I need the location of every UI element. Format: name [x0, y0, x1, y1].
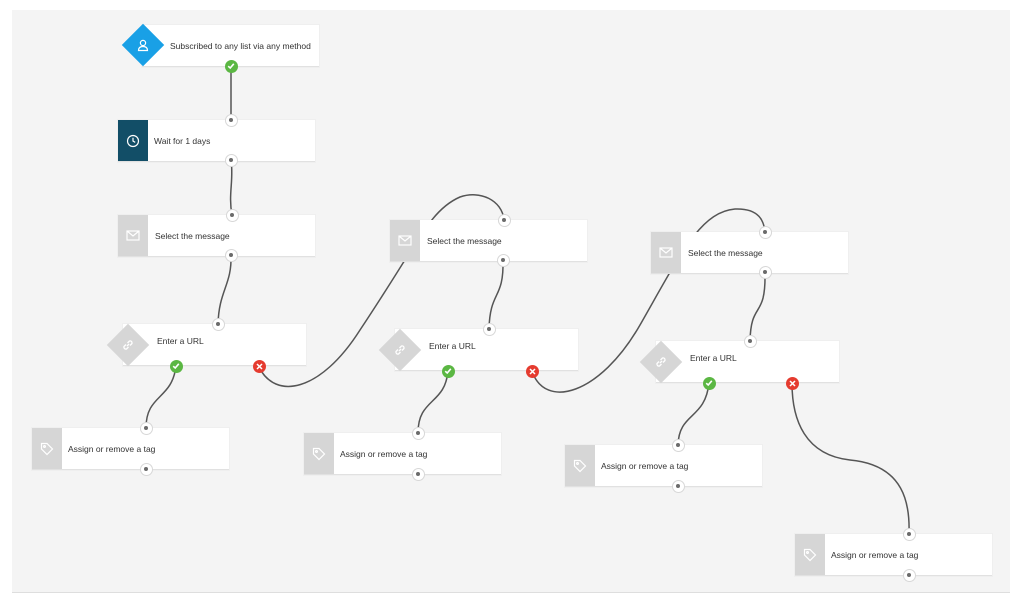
trigger-label: Subscribed to any list via any method — [170, 40, 311, 51]
envelope-icon — [659, 247, 673, 258]
port-wait-out[interactable] — [225, 154, 237, 166]
x-icon — [255, 362, 263, 370]
url-node-3[interactable]: Enter a URL — [656, 341, 839, 383]
trigger-success-check[interactable] — [224, 59, 238, 73]
url-node-1[interactable]: Enter a URL — [123, 324, 306, 366]
user-icon — [137, 39, 149, 52]
tag-label-1: Assign or remove a tag — [68, 443, 156, 454]
message-label-3: Select the message — [688, 247, 763, 258]
workflow-canvas[interactable] — [12, 10, 1010, 593]
tag-node-3[interactable]: Assign or remove a tag — [565, 445, 762, 487]
message-label-1: Select the message — [155, 230, 230, 241]
final-tag-icon-box — [795, 534, 825, 575]
port-final-tag-out[interactable] — [903, 569, 915, 581]
port-url3-in[interactable] — [744, 335, 756, 347]
check-icon — [227, 63, 235, 70]
message-icon-box-1 — [118, 215, 148, 256]
tag-icon-box-2 — [304, 433, 334, 474]
tag-label-2: Assign or remove a tag — [340, 448, 428, 459]
port-wait-in[interactable] — [225, 114, 237, 126]
url-node-2[interactable]: Enter a URL — [395, 329, 578, 371]
check-icon — [705, 380, 713, 387]
message-node-1[interactable]: Select the message — [118, 215, 315, 257]
clock-icon — [126, 134, 140, 147]
final-tag-node[interactable]: Assign or remove a tag — [795, 534, 992, 576]
message-icon-box-2 — [390, 220, 420, 261]
check-icon — [172, 363, 180, 370]
trigger-icon-diamond — [121, 23, 165, 67]
link-icon — [123, 340, 133, 350]
message-icon-box-3 — [651, 232, 681, 273]
port-message3-in[interactable] — [759, 226, 771, 238]
port-url2-in[interactable] — [483, 323, 495, 335]
url-failure-x-3[interactable] — [785, 376, 799, 390]
port-message2-out[interactable] — [497, 254, 509, 266]
url-label-3: Enter a URL — [690, 352, 737, 363]
url-success-check-1[interactable] — [169, 359, 183, 373]
port-final-tag-in[interactable] — [903, 528, 915, 540]
port-tag2-in[interactable] — [412, 427, 424, 439]
wait-node[interactable]: Wait for 1 days — [118, 120, 315, 162]
tag-icon — [573, 459, 587, 472]
url-label-2: Enter a URL — [429, 340, 476, 351]
port-url1-in[interactable] — [212, 318, 224, 330]
wait-icon-box — [118, 120, 148, 161]
port-tag3-out[interactable] — [672, 480, 684, 492]
tag-icon — [803, 548, 817, 561]
port-message2-in[interactable] — [498, 214, 510, 226]
url-success-check-3[interactable] — [702, 376, 716, 390]
tag-icon — [312, 447, 326, 460]
url-failure-x-1[interactable] — [252, 359, 266, 373]
port-tag3-in[interactable] — [672, 439, 684, 451]
url-icon-diamond-1 — [106, 323, 150, 367]
url-label-1: Enter a URL — [157, 335, 204, 346]
port-tag1-out[interactable] — [140, 463, 152, 475]
url-failure-x-2[interactable] — [525, 364, 539, 378]
port-message1-in[interactable] — [226, 209, 238, 221]
wait-label: Wait for 1 days — [154, 135, 211, 146]
message-label-2: Select the message — [427, 235, 502, 246]
tag-node-2[interactable]: Assign or remove a tag — [304, 433, 501, 475]
envelope-icon — [126, 230, 140, 241]
port-message1-out[interactable] — [225, 249, 237, 261]
final-tag-label: Assign or remove a tag — [831, 549, 919, 560]
link-icon — [656, 357, 666, 367]
tag-node-1[interactable]: Assign or remove a tag — [32, 428, 229, 470]
message-node-3[interactable]: Select the message — [651, 232, 848, 274]
url-icon-diamond-3 — [639, 340, 683, 384]
url-success-check-2[interactable] — [441, 364, 455, 378]
port-tag1-in[interactable] — [140, 422, 152, 434]
port-tag2-out[interactable] — [412, 468, 424, 480]
tag-icon-box-3 — [565, 445, 595, 486]
check-icon — [444, 368, 452, 375]
envelope-icon — [398, 235, 412, 246]
x-icon — [528, 367, 536, 375]
message-node-2[interactable]: Select the message — [390, 220, 587, 262]
link-icon — [395, 345, 405, 355]
tag-label-3: Assign or remove a tag — [601, 460, 689, 471]
port-message3-out[interactable] — [759, 266, 771, 278]
tag-icon-box-1 — [32, 428, 62, 469]
x-icon — [788, 379, 796, 387]
url-icon-diamond-2 — [378, 328, 422, 372]
tag-icon — [40, 442, 54, 455]
